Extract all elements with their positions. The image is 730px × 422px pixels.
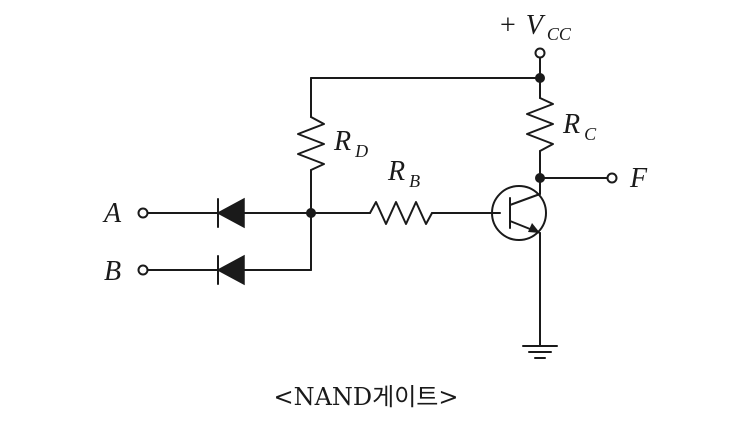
input-b-label: B xyxy=(104,256,121,287)
vcc-symbol: V xyxy=(526,10,546,41)
vcc-terminal xyxy=(534,47,546,59)
diode-b xyxy=(216,254,245,286)
vcc-label: + V CC xyxy=(500,10,572,44)
output-label: F xyxy=(629,163,648,194)
rd-resistor xyxy=(297,116,325,171)
transistor-body xyxy=(491,185,547,241)
diode-b-triangle xyxy=(216,254,245,286)
npn-transistor xyxy=(491,185,547,241)
rb-subscript: B xyxy=(409,171,420,191)
rc-subscript: C xyxy=(584,124,597,144)
output-terminal xyxy=(606,172,618,184)
transistor-collector-lead xyxy=(509,193,541,206)
rc-resistor xyxy=(526,97,554,152)
rd-subscript: D xyxy=(354,141,368,161)
rd-symbol: R xyxy=(333,126,351,157)
vcc-plus-sign: + xyxy=(500,10,516,41)
diagram-caption: <NAND게이트> xyxy=(273,383,458,411)
input-b-terminal xyxy=(137,264,149,276)
diode-a xyxy=(216,197,245,229)
rd-label: R D xyxy=(333,126,368,161)
ground-icon xyxy=(522,345,558,359)
rb-resistor xyxy=(369,201,433,225)
diode-a-triangle xyxy=(216,197,245,229)
rc-symbol: R xyxy=(562,109,580,140)
input-a-label: A xyxy=(102,198,122,229)
rb-label: R B xyxy=(387,156,420,191)
vcc-subscript: CC xyxy=(547,24,572,44)
input-a-terminal xyxy=(137,207,149,219)
rb-symbol: R xyxy=(387,156,405,187)
emitter-arrow-icon xyxy=(528,223,540,233)
rc-label: R C xyxy=(562,109,597,144)
